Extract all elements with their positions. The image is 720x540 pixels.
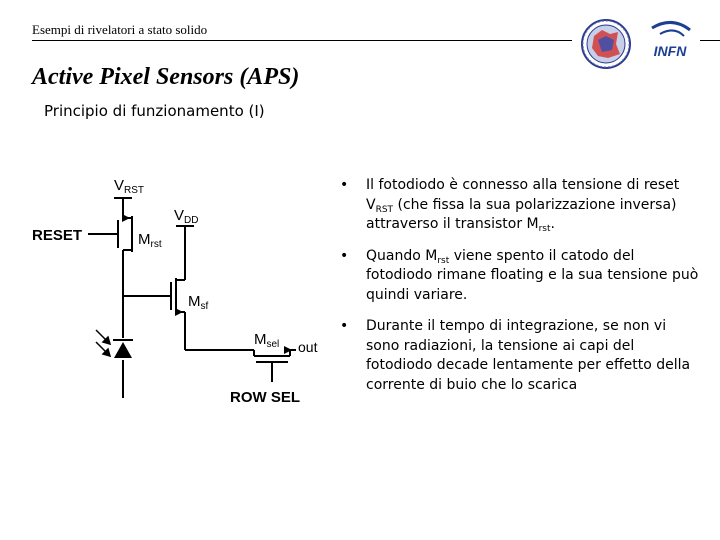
mrst-label-sub: rst <box>151 239 162 250</box>
logos: INFN <box>581 19 691 69</box>
bullet-text: Quando M <box>366 247 438 264</box>
bullet-text: . <box>550 216 555 232</box>
bullet-dot: • <box>340 177 349 193</box>
svg-text:Msel: Msel <box>254 331 279 350</box>
header-divider-right <box>700 40 720 41</box>
bullet-text: Il fotodiodo è connesso alla tensione di… <box>366 177 680 213</box>
slide-subtitle: Principio di funzionamento (I) <box>44 102 265 120</box>
reset-label: RESET <box>32 227 82 244</box>
bullet-list: • Il fotodiodo è connesso alla tensione … <box>340 176 700 407</box>
svg-text:Msf: Msf <box>188 293 209 312</box>
light-rays-icon <box>95 329 112 358</box>
msf-label: M <box>188 293 201 310</box>
vrst-label-sub: RST <box>124 185 144 196</box>
bullet-text: viene spento il catodo del fotodiodo rim… <box>366 247 699 303</box>
bullet-dot: • <box>340 247 349 264</box>
bullet-dot: • <box>340 318 349 334</box>
bullet-text: Durante il tempo di integrazione, se non… <box>366 318 691 393</box>
infn-logo-text: INFN <box>654 43 688 59</box>
bullet-item: • Il fotodiodo è connesso alla tensione … <box>340 176 700 235</box>
bullet-subscript: RST <box>375 204 394 215</box>
bullet-item: • Quando Mrst viene spento il catodo del… <box>340 247 700 306</box>
vrst-label: V <box>114 177 124 194</box>
slide-title: Active Pixel Sensors (APS) <box>32 64 300 90</box>
bullet-subscript: rst <box>437 255 450 266</box>
photodiode-icon <box>113 339 133 358</box>
mrst-arrow <box>122 214 130 222</box>
svg-text:Mrst: Mrst <box>138 231 162 250</box>
msel-label-sub: sel <box>267 339 280 350</box>
vdd-label-sub: DD <box>184 215 198 226</box>
vdd-label: V <box>174 207 184 224</box>
msel-arrow <box>284 346 292 354</box>
mrst-label: M <box>138 231 151 248</box>
aps-circuit-diagram: VRST VDD RESET Mrst Msf Msel out ROW SEL <box>32 177 318 406</box>
svg-text:VRST: VRST <box>114 177 144 196</box>
bullet-text: (che fissa la sua polarizzazione inversa… <box>366 196 677 233</box>
header-divider <box>32 40 572 41</box>
bullet-subscript: rst <box>538 224 551 234</box>
infn-logo-icon: INFN <box>651 21 691 59</box>
msf-label-sub: sf <box>201 301 209 312</box>
rowsel-label: ROW SEL <box>230 389 300 406</box>
header-title: Esempi di rivelatori a stato solido <box>32 22 208 37</box>
out-label: out <box>298 339 318 355</box>
msf-arrow <box>175 308 183 316</box>
bullet-item: • Durante il tempo di integrazione, se n… <box>340 317 700 395</box>
msel-label: M <box>254 331 267 348</box>
svg-text:VDD: VDD <box>174 207 198 226</box>
university-seal-icon <box>581 19 631 69</box>
